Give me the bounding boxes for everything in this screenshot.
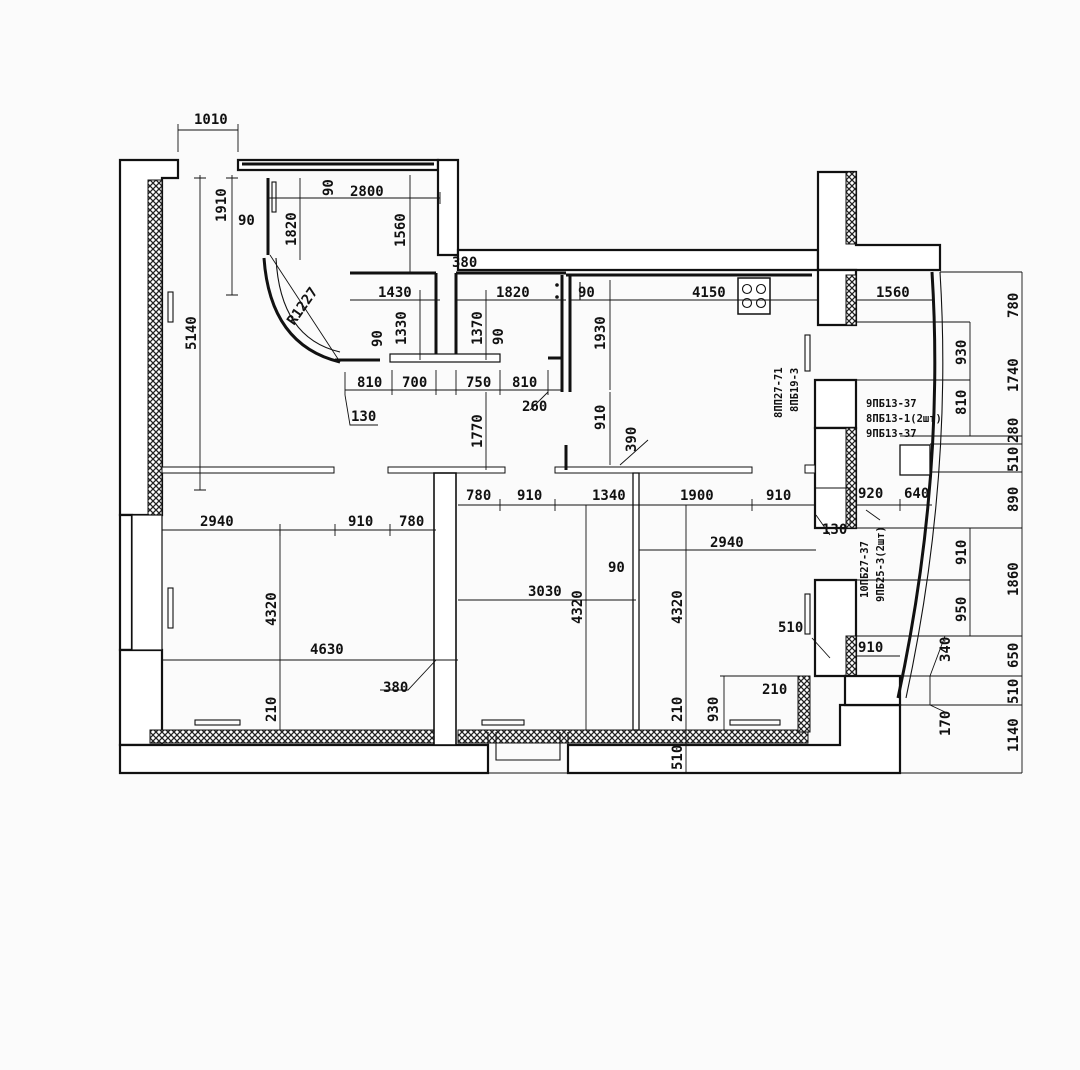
dim-wall-90-a: 90 bbox=[238, 213, 255, 229]
dim-right-650: 650 bbox=[1006, 643, 1022, 668]
note-lintel-loggia-1: 9ПБ13-37 bbox=[866, 398, 917, 410]
dim-r1-4630: 4630 bbox=[310, 642, 344, 658]
dim-r1-780: 780 bbox=[399, 514, 424, 530]
dim-right-280: 280 bbox=[1006, 418, 1022, 443]
dim-entry-door: 1010 bbox=[194, 112, 228, 128]
dim-wall-390: 390 bbox=[624, 427, 640, 452]
dim-r1-2940: 2940 bbox=[200, 514, 234, 530]
dimension-labels: 1010 1910 90 90 2800 1820 1560 R1227 380… bbox=[184, 112, 1022, 770]
dim-door-750: 750 bbox=[466, 375, 491, 391]
dim-living-length: 5140 bbox=[184, 316, 200, 350]
dim-right-930: 930 bbox=[954, 340, 970, 365]
note-lintel-room-2: 9ПБ25-3(2шт) bbox=[875, 526, 887, 602]
dim-wall-380: 380 bbox=[452, 255, 477, 271]
dim-r3-1900: 1900 bbox=[680, 488, 714, 504]
dim-loggia-640: 640 bbox=[904, 486, 929, 502]
dim-arc-radius: R1227 bbox=[284, 285, 321, 329]
dim-right-910: 910 bbox=[954, 540, 970, 565]
dim-wc-height: 1370 bbox=[470, 311, 486, 345]
fixtures bbox=[167, 181, 811, 726]
dim-wall-90-b: 90 bbox=[321, 179, 337, 196]
dim-r2-3030: 3030 bbox=[528, 584, 562, 600]
window-left bbox=[131, 514, 163, 651]
dim-bath-width: 1430 bbox=[378, 285, 412, 301]
dim-right-890: 890 bbox=[1006, 487, 1022, 512]
dim-closet-depth: 1560 bbox=[393, 213, 409, 247]
dim-wall-260: 260 bbox=[522, 399, 547, 415]
lintel-notes: 8ПП27-71 8ПБ19-3 9ПБ13-37 8ПБ13-1(2шт) 9… bbox=[773, 367, 942, 602]
dim-loggia-920: 920 bbox=[858, 486, 883, 502]
note-lintel-kitchen-1: 8ПП27-71 bbox=[773, 367, 785, 418]
dim-corridor-1770: 1770 bbox=[470, 414, 486, 448]
note-lintel-kitchen-2: 8ПБ19-3 bbox=[789, 368, 801, 412]
dim-loggia-width: 1560 bbox=[876, 285, 910, 301]
dim-door-810-b: 810 bbox=[512, 375, 537, 391]
dim-r1-4320: 4320 bbox=[264, 592, 280, 626]
note-lintel-loggia-3: 9ПБ13-37 bbox=[866, 428, 917, 440]
dim-r3-510-bottom: 510 bbox=[670, 745, 686, 770]
note-lintel-loggia-2: 8ПБ13-1(2шт) bbox=[866, 413, 942, 425]
dim-r2-1340: 1340 bbox=[592, 488, 626, 504]
dim-door-700: 700 bbox=[402, 375, 427, 391]
dim-r1-910: 910 bbox=[348, 514, 373, 530]
dim-r2-780: 780 bbox=[466, 488, 491, 504]
dim-right-950: 950 bbox=[954, 597, 970, 622]
dim-wall-90-d: 90 bbox=[370, 330, 386, 347]
outer-walls bbox=[118, 158, 944, 775]
dim-bath-height: 1330 bbox=[394, 311, 410, 345]
dim-kitchen-depth: 1930 bbox=[593, 316, 609, 350]
dim-wall-130-a: 130 bbox=[351, 409, 376, 425]
radiator-icon bbox=[167, 181, 811, 726]
dim-r3-2940: 2940 bbox=[710, 535, 744, 551]
dim-wall-380-b: 380 bbox=[383, 680, 408, 696]
dim-arc-drop: 1820 bbox=[284, 212, 300, 246]
dimension-lines bbox=[162, 124, 1023, 774]
dim-kitchen-width: 4150 bbox=[692, 285, 726, 301]
dim-wall-90-e: 90 bbox=[491, 328, 507, 345]
dim-right-780: 780 bbox=[1006, 293, 1022, 318]
dim-right-1860: 1860 bbox=[1006, 562, 1022, 596]
dim-r2-4320: 4320 bbox=[570, 590, 586, 624]
dim-r1-210: 210 bbox=[264, 697, 280, 722]
dim-right-340: 340 bbox=[938, 637, 954, 662]
dim-wall-90-c: 90 bbox=[578, 285, 595, 301]
dim-r3-210-a: 210 bbox=[670, 697, 686, 722]
dim-hall-width: 2800 bbox=[350, 184, 384, 200]
dim-door-810-a: 810 bbox=[357, 375, 382, 391]
dim-right-510-b: 510 bbox=[1006, 679, 1022, 704]
dim-door-910-loggia: 910 bbox=[858, 640, 883, 656]
note-lintel-room-1: 10ПБ27-37 bbox=[859, 541, 871, 598]
stove-icon bbox=[737, 277, 771, 315]
dim-door-510: 510 bbox=[778, 620, 803, 636]
dim-corridor-910: 910 bbox=[593, 405, 609, 430]
dim-r3-910: 910 bbox=[766, 488, 791, 504]
dim-right-1740: 1740 bbox=[1006, 358, 1022, 392]
dim-right-1140: 1140 bbox=[1006, 718, 1022, 752]
dim-wall-90-f: 90 bbox=[608, 560, 625, 576]
dim-r3-210-b: 210 bbox=[762, 682, 787, 698]
dim-wc-width: 1820 bbox=[496, 285, 530, 301]
dim-wall-130-b: 130 bbox=[822, 522, 847, 538]
dim-right-170: 170 bbox=[938, 711, 954, 736]
dim-right-810: 810 bbox=[954, 390, 970, 415]
dim-r3-4320: 4320 bbox=[670, 590, 686, 624]
dim-right-510: 510 bbox=[1006, 447, 1022, 472]
dim-r3-930: 930 bbox=[706, 697, 722, 722]
partitions bbox=[161, 178, 816, 746]
dim-hall-height: 1910 bbox=[214, 188, 230, 222]
dim-r2-910: 910 bbox=[517, 488, 542, 504]
